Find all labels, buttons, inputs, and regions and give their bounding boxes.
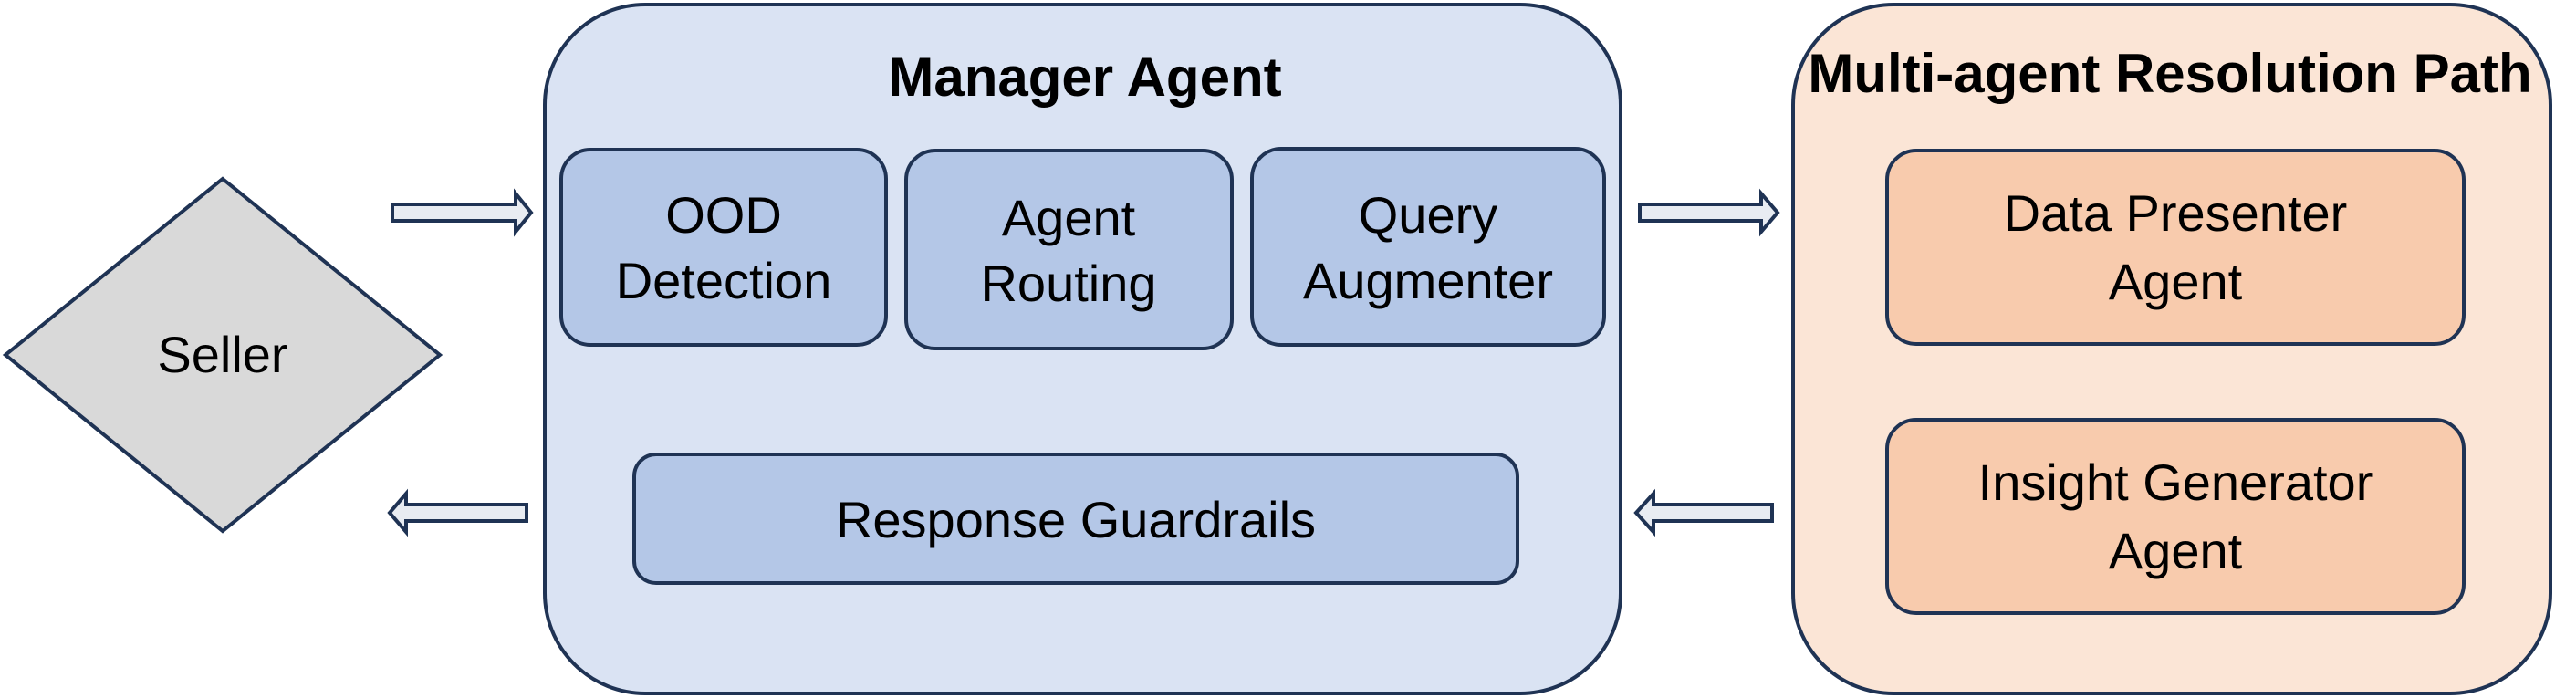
query-augmenter-label-line1: Query [1359,186,1498,244]
manager-agent-title: Manager Agent [888,47,1281,108]
ood-detection-label-line2: Detection [616,252,832,309]
ood-detection-shape [559,148,888,347]
response-guardrails-box: Response Guardrails [632,453,1519,585]
agent-routing-label-line1: Agent [1002,189,1136,246]
query-augmenter-box: Query Augmenter [1250,147,1606,347]
arrow-resolution-to-manager [1633,488,1774,537]
insight-generator-agent-label-line1: Insight Generator [1978,453,2373,511]
resolution-path-container: Multi-agent Resolution Path Data Present… [1791,3,2552,695]
data-presenter-agent-shape [1885,149,2466,346]
resolution-path-title: Multi-agent Resolution Path [1808,43,2531,104]
agent-routing-box: Agent Routing [904,149,1234,350]
arrow-seller-to-manager [391,188,534,237]
seller-label: Seller [157,326,287,383]
arrow-manager-to-resolution [1638,188,1780,237]
arrow-manager-to-seller [387,488,528,537]
response-guardrails-shape [632,453,1519,585]
seller-diamond-shape [2,176,443,534]
insight-generator-agent-shape [1885,418,2466,615]
query-augmenter-label-line2: Augmenter [1303,252,1553,309]
agent-routing-label-line2: Routing [980,255,1156,312]
insight-generator-agent-box: Insight Generator Agent [1885,418,2466,615]
ood-detection-label-line1: OOD [665,186,782,244]
agent-routing-shape [904,149,1234,350]
response-guardrails-label: Response Guardrails [836,491,1316,548]
manager-agent-container: Manager Agent OOD Detection Agent Routin… [543,3,1622,695]
data-presenter-agent-box: Data Presenter Agent [1885,149,2466,346]
data-presenter-agent-label-line2: Agent [2109,253,2243,310]
insight-generator-agent-label-line2: Agent [2109,522,2243,579]
data-presenter-agent-label-line1: Data Presenter [2004,184,2348,242]
seller-node: Seller [2,176,443,534]
ood-detection-box: OOD Detection [559,148,888,347]
query-augmenter-shape [1250,147,1606,347]
